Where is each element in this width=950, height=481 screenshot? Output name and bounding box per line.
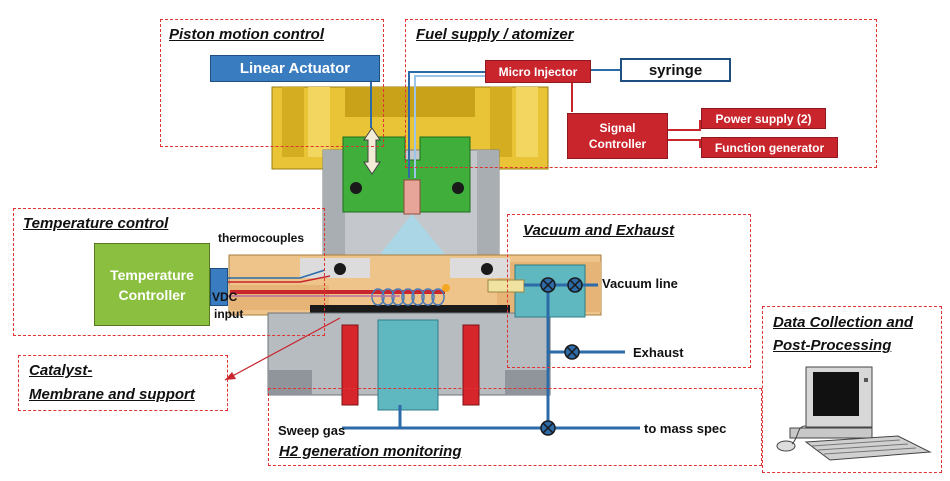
catalyst-section-box	[18, 355, 228, 411]
piston-section-box	[160, 19, 384, 147]
injector-lines	[370, 69, 701, 178]
controller-connector	[210, 268, 228, 306]
vacuum-line-label: Vacuum line	[602, 276, 678, 291]
h2-section-box	[268, 388, 762, 466]
micro-injector-label: Micro Injector	[498, 64, 578, 79]
function-generator-label: Function generator	[714, 140, 825, 155]
vacuum-section-title: Vacuum and Exhaust	[520, 222, 678, 239]
temperature-section-box	[13, 208, 325, 336]
power-supply-box: Power supply (2)	[701, 108, 826, 129]
sweep-gas-label: Sweep gas	[278, 423, 346, 438]
power-supply-label: Power supply (2)	[715, 111, 812, 126]
syringe-box: syringe	[620, 58, 731, 82]
h2-section-title: H2 generation monitoring	[276, 443, 465, 460]
piston-section-title: Piston motion control	[166, 26, 327, 43]
thermocouple-wires	[210, 269, 400, 297]
linear-actuator-box: Linear Actuator	[210, 55, 380, 82]
computer-icon	[776, 366, 932, 461]
heating-coil	[371, 288, 445, 306]
lower-housing	[267, 312, 551, 411]
exhaust-label: Exhaust	[633, 345, 684, 360]
data-section-title-1: Data Collection and	[770, 314, 917, 331]
vdc-label: VDC	[212, 290, 238, 304]
syringe-label: syringe	[648, 61, 703, 79]
piston-arrow	[363, 127, 381, 175]
temperature-controller-label-2: Controller	[118, 286, 186, 303]
data-section-box	[762, 306, 942, 473]
signal-controller-label-2: Controller	[588, 137, 647, 151]
micro-injector-box: Micro Injector	[485, 60, 591, 83]
valves	[540, 277, 583, 436]
catalyst-section-title-1: Catalyst-	[26, 362, 96, 379]
gas-pipes	[342, 283, 640, 430]
data-section-title-2: Post-Processing	[770, 337, 895, 354]
flame-spot	[442, 284, 450, 292]
vacuum-section-box	[507, 214, 751, 368]
temperature-controller-label-1: Temperature	[110, 266, 194, 283]
signal-controller-box: Signal Controller	[567, 113, 668, 159]
linear-actuator-label: Linear Actuator	[239, 60, 351, 77]
signal-controller-label-1: Signal	[599, 121, 636, 135]
catalyst-section-title-2: Membrane and support	[26, 386, 198, 403]
function-generator-box: Function generator	[701, 137, 838, 158]
temperature-controller-box: Temperature Controller	[94, 243, 210, 326]
mass-spec-label: to mass spec	[644, 421, 727, 436]
temperature-section-title: Temperature control	[20, 215, 172, 232]
fuel-section-box	[405, 19, 877, 168]
fuel-section-title: Fuel supply / atomizer	[413, 26, 577, 43]
thermocouples-label: thermocouples	[218, 231, 305, 245]
input-label: input	[214, 307, 244, 321]
